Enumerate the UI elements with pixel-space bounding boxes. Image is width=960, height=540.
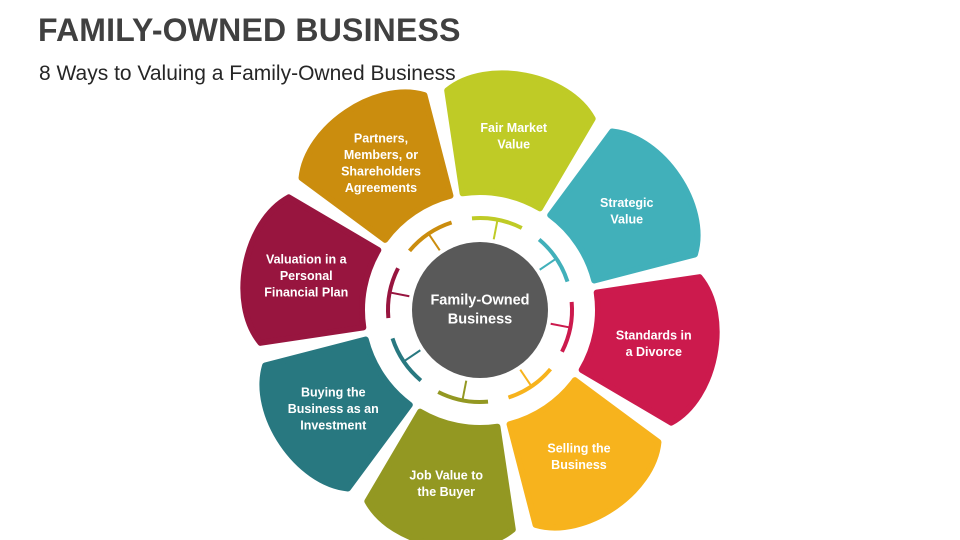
bracket-tick-8 (427, 233, 441, 251)
bracket-ring (386, 216, 574, 404)
bracket-tick-6 (403, 349, 421, 363)
segment-shape-6 (259, 336, 413, 492)
page-title: FAMILY-OWNED BUSINESS (38, 12, 461, 48)
bracket-tick-1 (492, 219, 499, 240)
bracket-tick-3 (550, 322, 571, 329)
bracket-tick-7 (389, 291, 410, 298)
segment-shape-1 (444, 70, 596, 212)
hub-circle (412, 242, 548, 378)
segment-shape-7 (240, 194, 382, 346)
segment-shape-8 (298, 89, 454, 243)
segment-shape-4 (506, 377, 662, 531)
page-subtitle: 8 Ways to Valuing a Family-Owned Busines… (39, 62, 456, 85)
segment-shape-2 (547, 128, 701, 284)
segment-shape-3 (578, 274, 720, 426)
bracket-tick-5 (461, 380, 468, 401)
bracket-tick-2 (539, 257, 557, 271)
segment-shape-5 (364, 408, 516, 540)
bracket-tick-4 (519, 369, 533, 387)
